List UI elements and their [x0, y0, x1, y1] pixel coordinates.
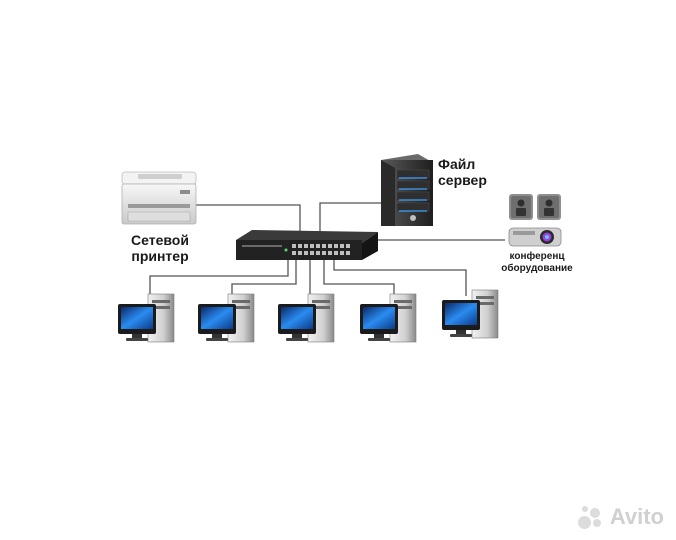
workstation-4-icon	[360, 293, 417, 343]
speaker-right-icon	[537, 194, 561, 220]
conference-label: конференц оборудование	[496, 251, 578, 274]
avito-watermark: Avito	[576, 504, 664, 530]
printer-label: Сетевой принтер	[120, 232, 200, 264]
workstation-link-1	[149, 258, 289, 300]
workstation-link-5	[333, 258, 467, 296]
printer-icon	[121, 171, 197, 225]
server-icon	[381, 154, 433, 226]
workstation-1-icon	[118, 293, 175, 343]
conference-equipment-icon	[508, 194, 562, 247]
workstation-2-icon	[198, 293, 255, 343]
avito-logo-icon	[576, 504, 606, 530]
avito-watermark-text: Avito	[609, 504, 664, 529]
connection-lines	[149, 202, 505, 300]
workstation-5-icon	[442, 289, 499, 339]
server-label-line-2: сервер	[438, 172, 487, 189]
projector-icon	[508, 227, 562, 247]
workstation-3-icon	[278, 293, 335, 343]
printer-label-line-2: принтер	[131, 248, 189, 265]
conference-label-line-1: конференц	[509, 251, 565, 262]
speaker-left-icon	[509, 194, 533, 220]
workstations	[118, 289, 499, 343]
server-link	[319, 202, 390, 234]
conference-label-line-2: оборудование	[501, 262, 573, 274]
server-label: Файл сервер	[438, 156, 487, 188]
switch-ports	[292, 244, 350, 255]
workstation-link-4	[323, 258, 395, 300]
server-drive-bays	[396, 169, 430, 212]
server-label-line-1: Файл	[438, 156, 476, 172]
printer-link	[196, 204, 301, 234]
network-switch-icon	[236, 230, 378, 260]
workstation-link-2	[231, 258, 297, 300]
printer-label-line-1: Сетевой	[131, 232, 189, 248]
